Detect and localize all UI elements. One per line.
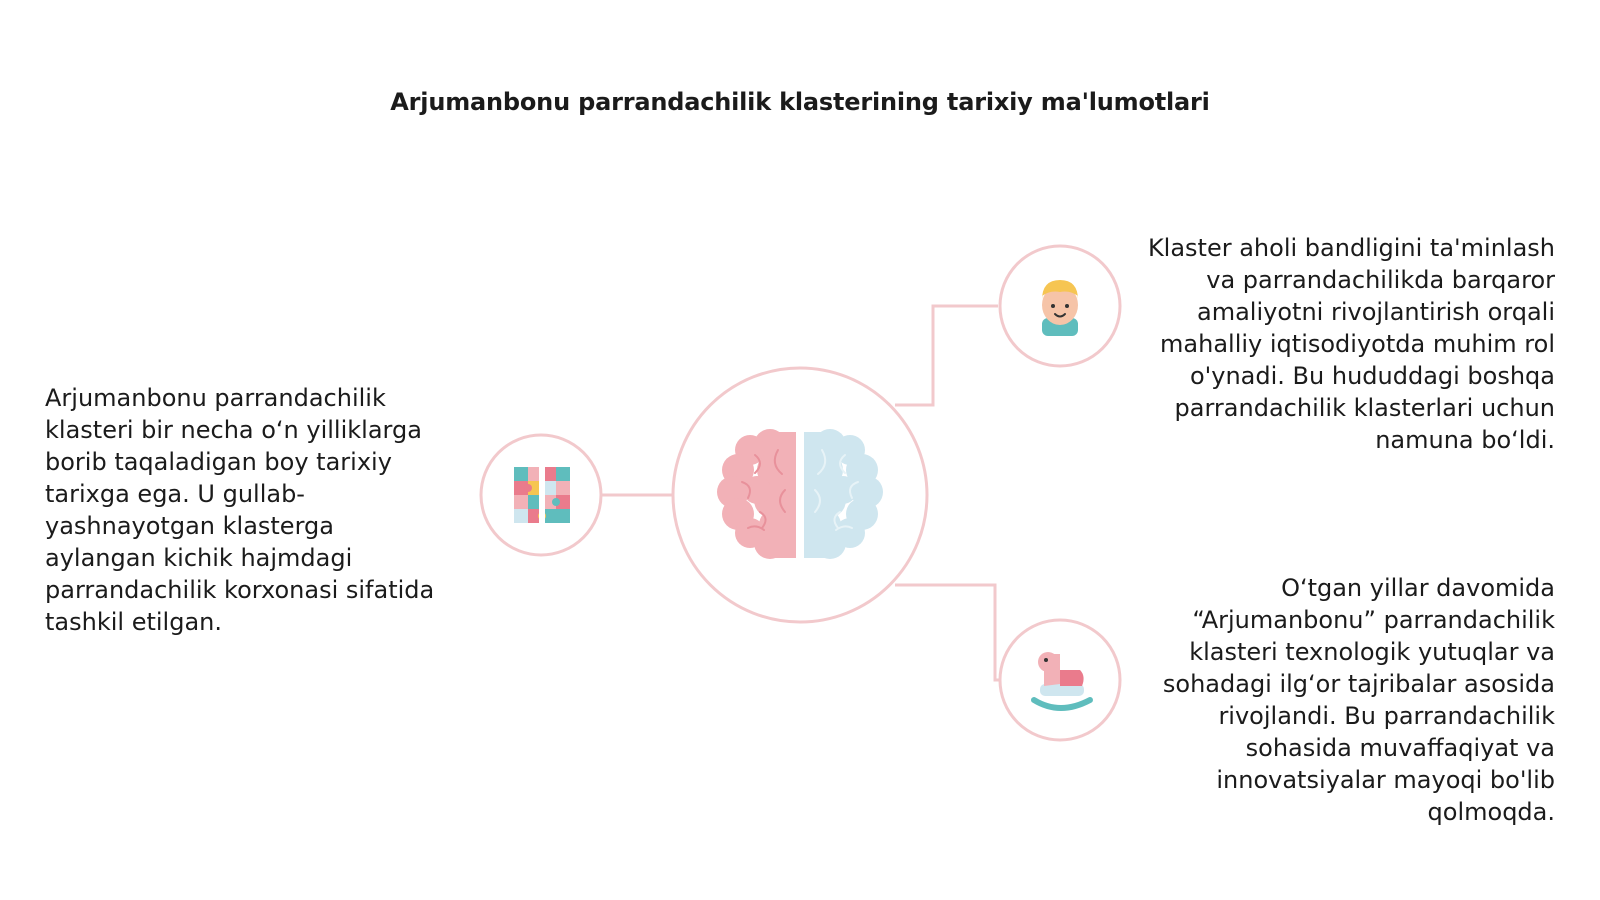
top-right-node-text: Klaster aholi bandligini ta'minlash va p…	[1147, 234, 1555, 454]
puzzle-icon	[514, 464, 570, 526]
bottom-right-node-text: O‘tgan yillar davomida “Arjumanbonu” par…	[1162, 574, 1555, 826]
center-node	[671, 366, 929, 624]
connector-bottom-right	[895, 583, 1000, 682]
rocking-horse-icon	[1031, 652, 1093, 711]
top-right-node	[998, 244, 1122, 368]
brain-icon	[717, 429, 883, 560]
left-node-text: Arjumanbonu parrandachilik klasteri bir …	[45, 384, 435, 636]
bottom-right-node	[998, 618, 1122, 742]
left-node	[479, 433, 603, 557]
connector-top-right	[895, 304, 998, 407]
page-title: Arjumanbonu parrandachilik klasterining …	[390, 88, 1210, 116]
person-icon	[1042, 280, 1078, 336]
connectors	[601, 304, 1000, 682]
